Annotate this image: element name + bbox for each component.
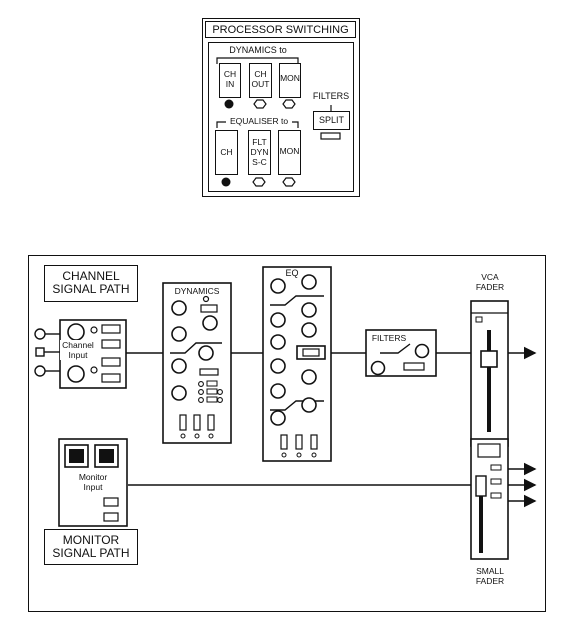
eq-knob — [301, 369, 317, 385]
eq-knob — [270, 278, 286, 294]
button-label: FLT — [252, 137, 267, 147]
dyn-ch-out-button[interactable]: CH OUT — [249, 63, 272, 98]
monitor-signal-path-title: MONITOR SIGNAL PATH — [44, 529, 138, 565]
label-line: VCA — [481, 272, 499, 282]
eq-knob — [301, 397, 317, 413]
jack-connector — [35, 347, 45, 357]
dyn-ch-in-button[interactable]: CH IN — [219, 63, 241, 98]
processor-switching-title: PROCESSOR SWITCHING — [205, 21, 356, 38]
xlr-connector — [34, 328, 46, 340]
processor-switching-panel: PROCESSOR SWITCHING — [202, 18, 360, 197]
eq-knob — [270, 334, 286, 350]
label-line: Channel — [62, 340, 94, 350]
dynamics-to-label: DYNAMICS to — [228, 45, 288, 55]
small-fader-label: SMALL FADER — [466, 566, 514, 586]
eq-flt-dyn-sc-button[interactable]: FLT DYN S-C — [248, 130, 271, 175]
switch — [101, 373, 121, 383]
filters-label: FILTERS — [312, 91, 350, 101]
button-label: DYN — [250, 147, 269, 157]
switch — [101, 324, 121, 334]
filter-knob — [370, 360, 386, 376]
led-indicator-filled — [224, 99, 234, 109]
label-line: Monitor — [78, 472, 108, 482]
led-indicator-filled — [221, 177, 231, 187]
dynamics-knob — [171, 358, 187, 374]
eq-knob — [270, 383, 286, 399]
small-fader-module — [470, 438, 509, 560]
filter-knob — [414, 343, 430, 359]
dynamics-knob — [171, 326, 187, 342]
eq-ch-button[interactable]: CH — [215, 130, 238, 175]
eq-knob — [301, 322, 317, 338]
hex-indicator — [252, 177, 266, 187]
button-label: OUT — [251, 79, 270, 89]
dynamics-bracket — [216, 57, 299, 64]
channel-input-label: Channel Input — [60, 340, 96, 360]
vca-fader-cap[interactable] — [480, 350, 498, 368]
gain-knob — [67, 323, 85, 341]
title-line: SIGNAL PATH — [52, 282, 130, 296]
label-line: Input — [83, 482, 103, 492]
monitor-input-label: Monitor Input — [68, 472, 118, 492]
label-line: Input — [68, 350, 88, 360]
label-line: SMALL — [476, 566, 504, 576]
switch — [101, 339, 121, 349]
button-label: MON — [280, 73, 300, 83]
title-line: SIGNAL PATH — [52, 546, 130, 560]
switching-inner-frame — [208, 42, 354, 192]
button-label: CH — [223, 69, 237, 79]
eq-knob — [301, 302, 317, 318]
dyn-mon-button[interactable]: MON — [279, 63, 301, 98]
filters-split-button[interactable]: SPLIT — [313, 111, 350, 130]
title-line: MONITOR — [62, 533, 120, 547]
eq-label: EQ — [285, 268, 299, 278]
button-label: CH — [220, 147, 233, 157]
dynamics-knob — [198, 345, 214, 361]
eq-knob — [270, 410, 286, 426]
label-line: FADER — [475, 576, 505, 586]
indicator-dot — [90, 326, 98, 334]
button-label: CH — [254, 69, 267, 79]
dynamics-knob — [171, 300, 187, 316]
eq-mon-button[interactable]: MON — [278, 130, 301, 175]
small-fader-cap[interactable] — [475, 475, 487, 497]
button-label: MON — [279, 146, 300, 156]
equaliser-to-label: EQUALISER to — [226, 116, 292, 126]
split-led — [320, 132, 341, 140]
channel-signal-path-title: CHANNEL SIGNAL PATH — [44, 265, 138, 302]
hex-indicator — [253, 99, 267, 109]
label-line: FADER — [475, 282, 505, 292]
filters-module-label: FILTERS — [371, 333, 407, 343]
dynamics-knob — [171, 385, 187, 401]
eq-knob — [270, 312, 286, 328]
xlr-connector — [34, 365, 46, 377]
switch — [101, 357, 121, 367]
eq-knob — [270, 358, 286, 374]
dynamics-knob — [202, 315, 218, 331]
hex-indicator — [282, 99, 296, 109]
hex-indicator — [282, 177, 296, 187]
eq-knob — [301, 274, 317, 290]
button-label: S-C — [252, 157, 267, 167]
title-line: CHANNEL — [62, 269, 120, 283]
button-label: IN — [225, 79, 235, 89]
indicator-dot — [90, 366, 98, 374]
vca-fader-label: VCA FADER — [468, 272, 512, 292]
gain-knob — [67, 365, 85, 383]
signal-path-frame — [28, 255, 546, 612]
dynamics-label: DYNAMICS — [174, 286, 220, 296]
